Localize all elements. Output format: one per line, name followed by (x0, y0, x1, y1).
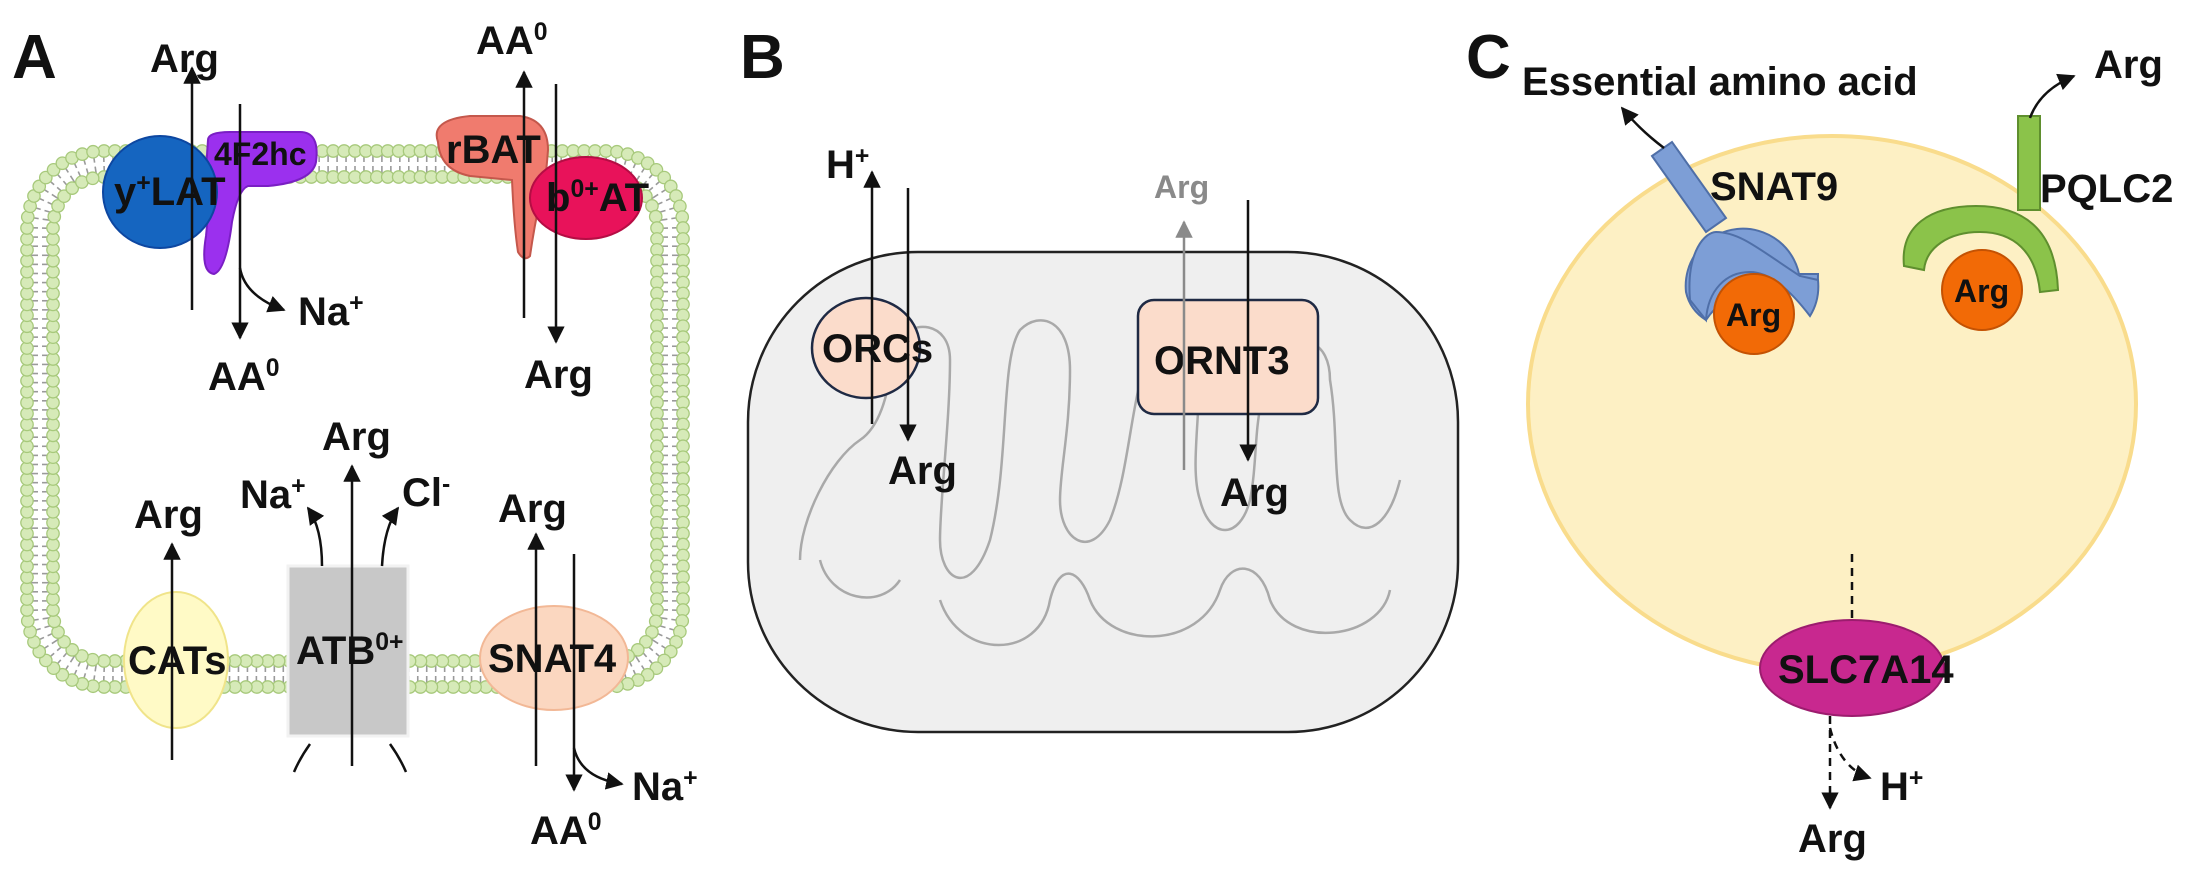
lipid-tail (69, 175, 76, 184)
panel-label-b: B (740, 23, 785, 92)
y-lat-aa0-label: AA0 (208, 355, 280, 399)
atb-arg-label: Arg (322, 415, 391, 459)
atb-cl-label: Cl- (402, 471, 450, 515)
lipid-tail (69, 654, 76, 663)
ornt3-arg-faint-label: Arg (1154, 169, 1209, 205)
atb-cl-arrow (380, 506, 400, 567)
lipid-head (46, 221, 60, 235)
atb-na-label: Na+ (240, 473, 306, 517)
atb-lower-lines (292, 743, 408, 773)
snat4-aa0-label: AA0 (530, 809, 602, 853)
snat4-arg-label: Arg (498, 487, 567, 531)
snat4-na-label: Na+ (632, 765, 698, 809)
panel-label-c: C (1466, 23, 1511, 92)
lipid-tail (650, 193, 659, 200)
lipid-head (65, 643, 80, 657)
y-lat-transporter: 4F2hc y+LAT (102, 131, 318, 276)
snat4-label: SNAT4 (488, 637, 617, 681)
lipid-head (57, 634, 71, 649)
snat9-efflux-arrow (1620, 106, 1665, 149)
snat9-transporter: Arg (1650, 140, 1820, 355)
cats-protein (123, 591, 229, 729)
lipid-head (645, 625, 659, 639)
snat4-protein (479, 605, 629, 711)
pqlc2-arg-ball (1941, 249, 2023, 331)
panel-label-a: A (12, 23, 57, 92)
b0-at-protein (529, 156, 643, 240)
slc7a14-arg-label: Arg (1798, 817, 1867, 861)
4f2hc-label: 4F2hc (214, 136, 306, 172)
panel-b: B ORCs H+ Arg ORNT3 Arg Arg (740, 23, 1460, 734)
lipid-head (47, 614, 62, 629)
lipid-head (97, 654, 111, 668)
slc7a14-protein (1759, 619, 1945, 717)
orcs-arg-label: Arg (888, 449, 957, 493)
slc7a14-label: SLC7A14 (1778, 648, 1954, 692)
atb-protein (286, 564, 410, 738)
lipid-head (65, 181, 80, 195)
essential-amino-acid-label: Essential amino acid (1522, 60, 1918, 104)
mitochondrion-cristae-lower (818, 559, 1392, 647)
y-lat-protein (102, 135, 218, 249)
slc7a14-h-label: H+ (1880, 765, 1923, 809)
slc7a14-h-arrow (1828, 727, 1872, 782)
snat9-label: SNAT9 (1710, 165, 1838, 209)
pqlc2-stalk (2017, 115, 2041, 211)
pqlc2-label: PQLC2 (2040, 167, 2173, 211)
lipid-head (639, 634, 653, 649)
panel-a: A 4F2hc y+LAT Arg Na+ AA0 rBAT b0+AT AA0 (12, 19, 698, 853)
lipid-head (86, 144, 100, 159)
lipid-tail (51, 193, 60, 200)
rbat-aa0-label: AA0 (476, 19, 548, 63)
rbat-arg-label: Arg (524, 353, 593, 397)
b0-at-label: b0+AT (546, 176, 649, 220)
lipid-head (75, 649, 89, 663)
snat9-stalk (1650, 140, 1728, 234)
lipid-tail (650, 638, 659, 645)
pqlc2-transporter: Arg (1902, 115, 2060, 331)
pqlc2-arg-ball-label: Arg (1954, 273, 2009, 309)
y-lat-na-arrow (238, 267, 286, 313)
lipid-head (85, 171, 100, 186)
rbat-label: rBAT (446, 128, 541, 172)
rbat-protein (435, 115, 550, 260)
pqlc2-efflux-arrow (2028, 73, 2076, 119)
snat9-arg-label: Arg (1726, 297, 1781, 333)
panel-c: C Essential amino acid SNAT9 PQLC2 Arg A… (1466, 23, 2173, 861)
pqlc2-cup (1902, 204, 2060, 294)
rbat-transporter: rBAT b0+AT (435, 115, 649, 260)
lipid-head (630, 643, 645, 657)
snat4-na-arrow (572, 747, 624, 790)
lipid-head (648, 209, 663, 224)
orcs-protein (810, 296, 922, 400)
pqlc2-arg-label: Arg (2094, 43, 2163, 87)
lysosome (1526, 134, 2138, 674)
lipid-tail (51, 638, 60, 645)
ornt3-arg-label: Arg (1220, 471, 1289, 515)
y-lat-arg-label: Arg (150, 37, 219, 81)
orcs-label: ORCs (822, 327, 933, 371)
orcs-h-label: H+ (826, 143, 869, 187)
cats-arg-label: Arg (134, 493, 203, 537)
lipid-head (51, 199, 65, 213)
atb-na-arrow (306, 506, 325, 567)
atb-label: ATB0+ (296, 629, 404, 673)
ornt3-label: ORNT3 (1154, 339, 1290, 383)
y-lat-label: y+LAT (114, 170, 226, 214)
lipid-head (650, 603, 664, 617)
lipid-head (57, 189, 71, 204)
snat9-arg-ball (1713, 273, 1795, 355)
y-lat-na-label: Na+ (298, 290, 364, 334)
cats-label: CATs (128, 639, 227, 683)
lipid-tail (634, 654, 641, 663)
